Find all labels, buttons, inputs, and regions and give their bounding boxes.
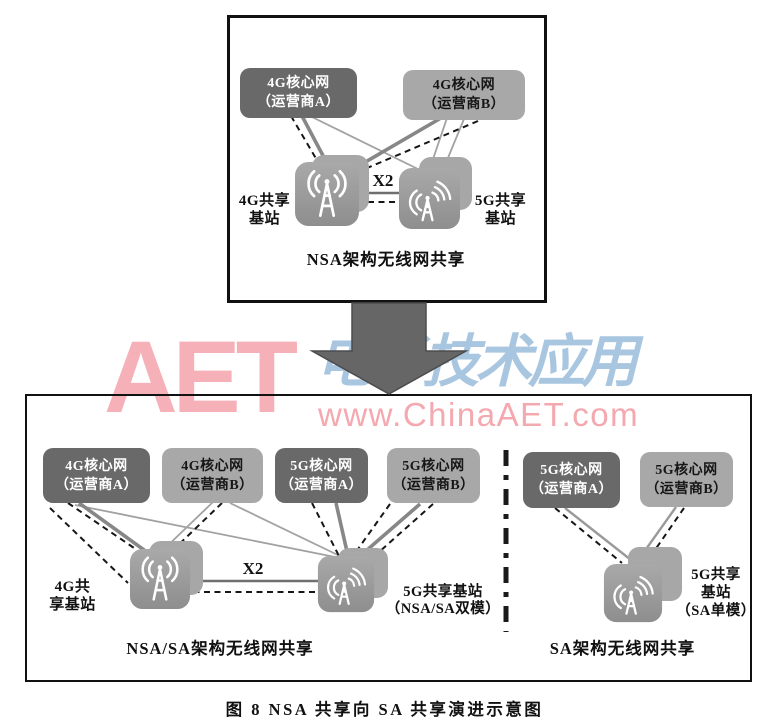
core-label-line2: （运营商A）: [529, 482, 614, 497]
sa-panel-caption: SA架构无线网共享: [549, 639, 696, 658]
core-label-line1: 5G核心网: [290, 458, 353, 474]
core-box-4g-operator-b-bottom: 4G核心网 （运营商B）: [162, 448, 263, 503]
core-label-line2: （运营商A）: [279, 477, 364, 493]
core-label-line2: （运营商A）: [54, 477, 139, 493]
label-5g-shared-bs-top: 5G共享 基站: [474, 193, 527, 227]
evolution-panel-frame: [25, 394, 752, 682]
nsa-sa-panel-caption: NSA/SA架构无线网共享: [126, 639, 314, 658]
core-box-4g-operator-a-bottom: 4G核心网 （运营商A）: [43, 448, 150, 503]
core-box-4g-operator-b-top: 4G核心网 （运营商B）: [403, 70, 525, 120]
core-label-line1: 5G核心网: [540, 463, 603, 478]
core-label-line1: 5G核心网: [655, 462, 718, 478]
watermark-slogan: 电子技术应用: [316, 331, 638, 394]
core-label-line2: （运营商A）: [256, 95, 341, 110]
core-box-5g-operator-b-sa: 5G核心网 （运营商B）: [640, 452, 733, 507]
x2-interface-label-bottom: X2: [242, 559, 264, 578]
core-label-line1: 4G核心网: [181, 458, 244, 474]
core-label-line2: （运营商B）: [392, 477, 475, 493]
figure-caption: 图 8 NSA 共享向 SA 共享演进示意图: [225, 700, 544, 719]
watermark-aet-logo: AET: [104, 320, 298, 434]
core-label-line1: 4G核心网: [267, 76, 330, 91]
label-4g-shared-bs-top: 4G共享 基站: [238, 193, 291, 227]
core-label-line2: （运营商B）: [171, 477, 254, 493]
watermark-url: www.ChinaAET.com: [318, 396, 640, 433]
core-label-line1: 4G核心网: [432, 78, 496, 93]
nsa-panel-caption: NSA架构无线网共享: [306, 250, 466, 269]
core-label-line1: 5G核心网: [402, 458, 465, 474]
core-box-5g-operator-a-sa: 5G核心网 （运营商A）: [523, 452, 620, 508]
x2-interface-label-top: X2: [372, 171, 394, 190]
core-label-line2: （运营商B）: [422, 97, 506, 112]
core-box-5g-operator-b-bottom: 5G核心网 （运营商B）: [387, 448, 480, 503]
core-box-4g-operator-a-top: 4G核心网 （运营商A）: [240, 68, 357, 118]
core-label-line2: （运营商B）: [645, 481, 728, 497]
label-4g-shared-bs-bottom: 4G共 享基站: [49, 579, 96, 613]
core-label-line1: 4G核心网: [65, 458, 128, 474]
label-5g-shared-bs-dual-mode: 5G共享基站 （NSA/SA双模）: [385, 584, 501, 617]
label-5g-shared-bs-sa-mode: 5G共享 基站 （SA单模）: [676, 567, 756, 619]
nsa-panel-frame: [227, 15, 547, 303]
core-box-5g-operator-a-bottom: 5G核心网 （运营商A）: [275, 448, 368, 503]
